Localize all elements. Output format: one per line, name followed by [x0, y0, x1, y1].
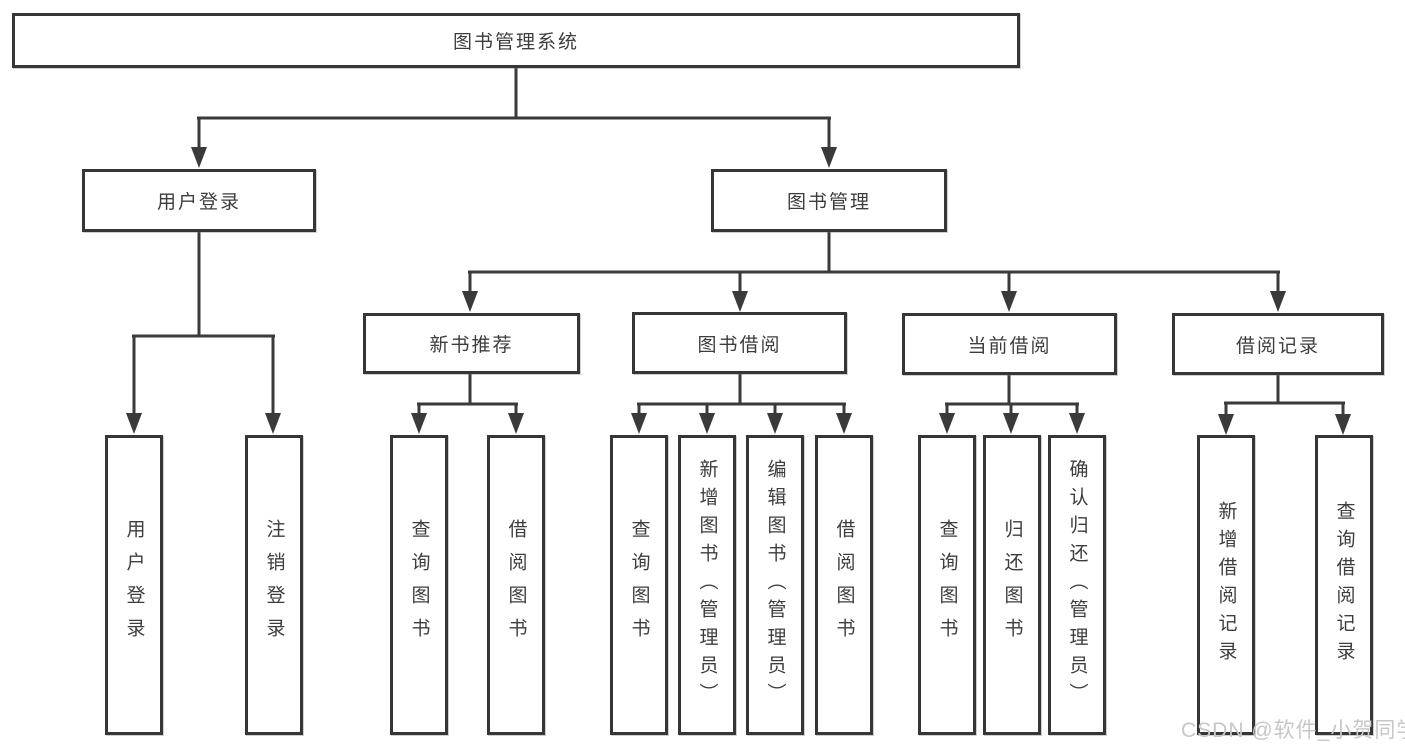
arrow-down-icon [508, 413, 524, 434]
leaf-label: 编辑图书（管理员） [764, 459, 786, 711]
arrow-down-icon [699, 413, 715, 434]
leaf-confirm-return-admin: 确认归还（管理员） [1048, 435, 1106, 735]
node-system-root: 图书管理系统 [12, 13, 1020, 68]
leaf-logout: 注销登录 [245, 435, 303, 735]
arrow-down-icon [631, 413, 647, 434]
arrow-down-icon [126, 413, 142, 434]
leaf-label: 归还图书 [1001, 519, 1023, 651]
arrowhead-icons [126, 147, 1351, 435]
arrow-down-icon [1003, 413, 1019, 434]
leaf-edit-books-admin: 编辑图书（管理员） [746, 435, 804, 735]
arrow-down-icon [1001, 291, 1017, 312]
arrow-down-icon [265, 413, 281, 434]
leaf-query-borrow-record: 查询借阅记录 [1315, 435, 1373, 735]
leaf-label: 查询图书 [408, 519, 430, 651]
arrow-down-icon [1069, 413, 1085, 434]
leaf-user-login: 用户登录 [105, 435, 163, 735]
node-book-borrow: 图书借阅 [632, 312, 847, 374]
csdn-watermark: CSDN @软件_小贺同学 [1181, 719, 1405, 742]
arrow-down-icon [1270, 291, 1286, 312]
leaf-query-books: 查询图书 [918, 435, 976, 735]
leaf-query-books: 查询图书 [610, 435, 668, 735]
arrow-down-icon [411, 413, 427, 434]
arrow-down-icon [191, 147, 207, 168]
leaf-add-borrow-record: 新增借阅记录 [1197, 435, 1255, 735]
leaf-label: 确认归还（管理员） [1066, 459, 1088, 711]
leaf-label: 新增图书（管理员） [696, 459, 718, 711]
arrow-down-icon [821, 147, 837, 168]
leaf-add-books-admin: 新增图书（管理员） [678, 435, 736, 735]
leaf-borrow-books: 借阅图书 [815, 435, 873, 735]
leaf-label: 查询借阅记录 [1333, 501, 1355, 669]
leaf-query-books: 查询图书 [390, 435, 448, 735]
arrow-down-icon [1218, 414, 1234, 435]
leaf-return-books: 归还图书 [983, 435, 1041, 735]
leaf-borrow-books: 借阅图书 [487, 435, 545, 735]
node-new-book-recommend: 新书推荐 [363, 313, 580, 374]
leaf-label: 查询图书 [936, 519, 958, 651]
node-current-borrow: 当前借阅 [902, 313, 1117, 375]
node-book-management: 图书管理 [711, 169, 947, 232]
leaf-label: 注销登录 [263, 519, 285, 651]
arrow-down-icon [939, 413, 955, 434]
arrow-down-icon [462, 291, 478, 312]
leaf-label: 查询图书 [628, 519, 650, 651]
leaf-label: 借阅图书 [505, 519, 527, 651]
node-user-login: 用户登录 [82, 169, 316, 232]
leaf-label: 借阅图书 [833, 519, 855, 651]
arrow-down-icon [836, 413, 852, 434]
node-borrow-records: 借阅记录 [1172, 313, 1384, 375]
arrow-down-icon [767, 413, 783, 434]
arrow-down-icon [732, 291, 748, 312]
leaf-label: 用户登录 [123, 519, 145, 651]
leaf-label: 新增借阅记录 [1215, 501, 1237, 669]
arrow-down-icon [1335, 414, 1351, 435]
